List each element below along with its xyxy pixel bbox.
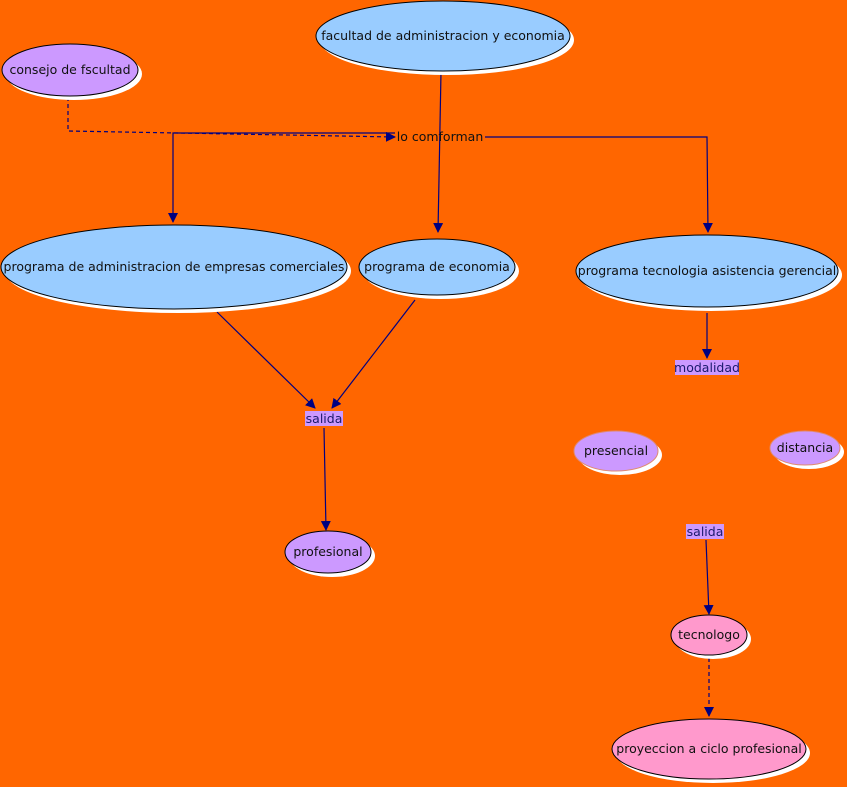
edge-admin-salida: [216, 311, 316, 409]
node-tecnologia[interactable]: programa tecnologia asistencia gerencial: [575, 234, 842, 311]
link-lo-comforman[interactable]: lo comforman: [397, 129, 484, 144]
node-label: facultad de administracion y economia: [321, 28, 565, 43]
link-label: salida: [306, 411, 343, 426]
node-economia[interactable]: programa de economia: [358, 238, 519, 299]
edges: [67, 71, 714, 717]
node-facultad[interactable]: facultad de administracion y economia: [315, 0, 574, 75]
node-label: distancia: [777, 440, 833, 455]
edge-locomforman-admin: [168, 132, 395, 223]
node-proyeccion[interactable]: proyeccion a ciclo profesional: [611, 718, 810, 783]
edge-salida-tecnologo: [703, 539, 714, 615]
link-salida-2[interactable]: salida: [686, 524, 724, 539]
link-label: modalidad: [674, 360, 740, 375]
node-label: profesional: [293, 544, 362, 559]
node-label: programa de administracion de empresas c…: [4, 259, 345, 274]
edge-economia-salida: [331, 299, 416, 409]
node-label: consejo de fscultad: [9, 62, 130, 77]
node-label: programa de economia: [364, 259, 510, 274]
node-label: tecnologo: [678, 627, 740, 642]
link-label: salida: [687, 524, 724, 539]
node-distancia[interactable]: distancia: [769, 430, 844, 469]
node-label: programa tecnologia asistencia gerencial: [578, 263, 836, 278]
link-salida-1[interactable]: salida: [305, 411, 343, 426]
edge-consejo-locomforman: [67, 97, 396, 142]
node-presencial[interactable]: presencial: [573, 430, 662, 475]
node-label: proyeccion a ciclo profesional: [616, 741, 801, 756]
link-modalidad[interactable]: modalidad: [674, 360, 740, 375]
node-tecnologo[interactable]: tecnologo: [670, 614, 751, 659]
node-label: presencial: [584, 443, 648, 458]
edge-salida-profesional: [320, 427, 331, 531]
node-admin[interactable]: programa de administracion de empresas c…: [0, 224, 351, 313]
node-consejo[interactable]: consejo de fscultad: [1, 43, 142, 100]
edge-locomforman-tecnologia: [485, 136, 713, 233]
node-profesional[interactable]: profesional: [284, 530, 375, 577]
edge-facultad-economia: [433, 71, 444, 233]
